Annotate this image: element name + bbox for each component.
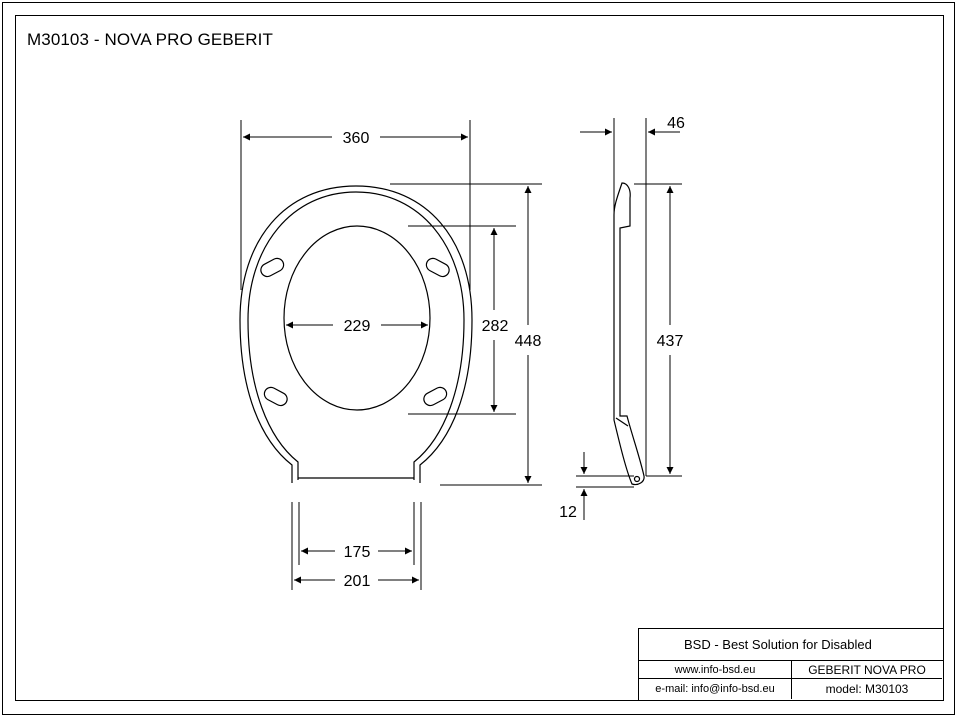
- title-block-email: e-mail: info@info-bsd.eu: [639, 679, 792, 699]
- seat-front-view: [239, 185, 473, 483]
- dim-label-12: 12: [559, 504, 577, 521]
- hinge-pin: [633, 475, 641, 483]
- bumper-top-right: [425, 257, 450, 278]
- title-block-product: GEBERIT NOVA PRO: [792, 661, 942, 679]
- bumper-bottom-left: [263, 386, 288, 407]
- dim-label-282: 282: [482, 318, 509, 335]
- dim-label-201: 201: [344, 573, 371, 590]
- bumper-bottom-right: [423, 386, 448, 407]
- page-title: M30103 - NOVA PRO GEBERIT: [27, 30, 273, 49]
- side-dimension-lines: [576, 118, 682, 520]
- seat-opening: [283, 225, 431, 411]
- seat-outer-inner-line: [247, 191, 465, 480]
- title-block: BSD - Best Solution for Disabled www.inf…: [638, 628, 944, 701]
- dim-label-448: 448: [515, 333, 542, 350]
- drawing-frame: [15, 15, 944, 701]
- seat-side-view: [613, 182, 645, 486]
- title-block-model: model: M30103: [825, 682, 909, 696]
- title-block-website: www.info-bsd.eu: [639, 661, 792, 679]
- seat-outer-outline: [239, 185, 473, 483]
- side-profile: [613, 182, 645, 486]
- bumper-top-left: [260, 257, 285, 278]
- dim-label-175: 175: [344, 544, 371, 561]
- title-block-company: BSD - Best Solution for Disabled: [639, 629, 943, 661]
- dimension-labels: 360 229 282 448 175 201 46 437 12: [343, 115, 685, 590]
- dim-label-360: 360: [343, 130, 370, 147]
- dim-label-46: 46: [667, 115, 685, 132]
- dim-label-437: 437: [657, 333, 684, 350]
- front-dimension-lines: [240, 120, 542, 590]
- dim-label-229: 229: [344, 318, 371, 335]
